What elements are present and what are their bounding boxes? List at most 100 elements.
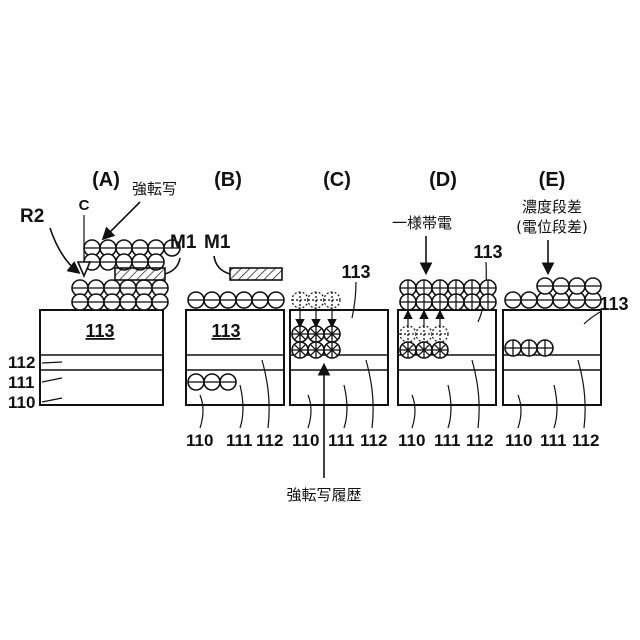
toner-particle xyxy=(400,294,416,310)
panel-label-c: (C) xyxy=(323,169,351,191)
toner-particle xyxy=(480,294,496,310)
panel-d-layer-label: 113 xyxy=(473,242,502,262)
toner-particle xyxy=(72,294,88,310)
uniform-charge-label: 一様帯電 xyxy=(392,214,452,232)
panel-a-c-label: C xyxy=(79,197,90,214)
panel-e-body xyxy=(503,310,601,405)
toner-particle xyxy=(585,278,601,294)
toner-particle xyxy=(292,342,308,358)
panel-a-r2-label: R2 xyxy=(20,206,44,227)
panel-d-body xyxy=(398,310,496,405)
toner-particle xyxy=(505,292,521,308)
panel-d-label-111: 111 xyxy=(434,431,461,450)
panel-b-embedded-toner xyxy=(188,374,236,390)
toner-particle xyxy=(268,292,284,308)
toner-particle xyxy=(252,292,268,308)
panel-label-e: (E) xyxy=(539,169,566,191)
panel-b-layer-label: 113 xyxy=(211,321,240,341)
panel-label-a: (A) xyxy=(92,169,120,191)
toner-particle xyxy=(88,294,104,310)
panel-a: 113 M1 C R2 強転写 112 111 110 xyxy=(8,180,197,412)
toner-particle xyxy=(292,326,308,342)
panel-b-label-110: 110 xyxy=(186,431,213,450)
transfer-history-label: 強転写履歴 xyxy=(286,486,361,504)
toner-particle xyxy=(521,292,537,308)
toner-particle xyxy=(537,340,553,356)
panel-c-label-110: 110 xyxy=(292,431,319,450)
density-step-label: 濃度段差 xyxy=(522,198,582,216)
panel-c-layer-label: 113 xyxy=(341,262,370,282)
panel-a-r2-arrow xyxy=(50,228,78,272)
toner-particle xyxy=(432,294,448,310)
panel-a-layer-label: 113 xyxy=(85,321,114,341)
panel-c: 113 110 111 112 強転写履歴 xyxy=(286,262,388,504)
panel-a-m1-leader xyxy=(165,258,180,274)
toner-particle xyxy=(220,374,236,390)
toner-particle xyxy=(308,292,324,308)
panel-a-strong-transfer-arrow xyxy=(104,202,140,238)
toner-particle xyxy=(521,340,537,356)
panel-c-label-111: 111 xyxy=(328,431,355,450)
toner-particle xyxy=(120,294,136,310)
toner-particle xyxy=(537,278,553,294)
panel-e-label-111: 111 xyxy=(540,431,567,450)
panel-a-label-111: 111 xyxy=(8,373,35,392)
panel-b-member-m1 xyxy=(230,268,282,280)
panel-e-layer-label: 113 xyxy=(599,294,628,314)
toner-particle xyxy=(136,294,152,310)
toner-particle xyxy=(100,254,116,270)
toner-particle xyxy=(400,326,416,342)
panel-a-strong-transfer-label: 強転写 xyxy=(132,180,177,198)
toner-particle xyxy=(308,342,324,358)
toner-particle xyxy=(416,294,432,310)
panel-a-transferred-toner xyxy=(84,240,180,270)
toner-particle xyxy=(416,326,432,342)
panel-a-m1-label: M1 xyxy=(170,232,197,253)
potential-step-label: (電位段差) xyxy=(516,218,588,236)
toner-particle xyxy=(104,294,120,310)
panel-d-label-112: 112 xyxy=(466,431,493,450)
panel-a-member-m1 xyxy=(115,268,165,280)
panel-b: 113 M1 110 111 112 xyxy=(186,232,284,450)
toner-particle xyxy=(432,326,448,342)
toner-particle xyxy=(432,342,448,358)
toner-particle xyxy=(324,326,340,342)
panel-d: 113 一様帯電 110 111 112 xyxy=(392,214,503,450)
panel-label-b: (B) xyxy=(214,169,242,191)
panel-d-label-110: 110 xyxy=(398,431,425,450)
panel-a-label-112: 112 xyxy=(8,353,35,372)
toner-particle xyxy=(448,294,464,310)
toner-particle xyxy=(505,340,521,356)
toner-particle xyxy=(569,278,585,294)
toner-particle xyxy=(324,292,340,308)
toner-particle xyxy=(204,292,220,308)
toner-particle xyxy=(308,326,324,342)
toner-particle xyxy=(292,292,308,308)
panel-a-label-110: 110 xyxy=(8,393,35,412)
panel-c-body xyxy=(290,310,388,405)
toner-particle xyxy=(400,342,416,358)
toner-particle xyxy=(236,292,252,308)
panel-c-label-112: 112 xyxy=(360,431,387,450)
toner-particle xyxy=(188,292,204,308)
toner-particle xyxy=(416,342,432,358)
toner-particle xyxy=(152,294,168,310)
panel-b-surface-toner xyxy=(188,292,284,308)
panel-e-label-112: 112 xyxy=(572,431,599,450)
toner-particle xyxy=(464,294,480,310)
toner-particle xyxy=(204,374,220,390)
toner-particle xyxy=(553,278,569,294)
panel-b-label-112: 112 xyxy=(256,431,283,450)
toner-particle xyxy=(324,342,340,358)
panel-b-label-111: 111 xyxy=(226,431,253,450)
panel-e-label-110: 110 xyxy=(505,431,532,450)
panel-b-m1-leader xyxy=(214,256,230,274)
panel-e: 113 濃度段差 (電位段差) 110 111 112 xyxy=(503,198,629,450)
panel-b-m1-label: M1 xyxy=(204,232,231,253)
toner-particle xyxy=(188,374,204,390)
panel-a-surface-toner xyxy=(72,280,168,310)
toner-particle xyxy=(220,292,236,308)
panel-label-d: (D) xyxy=(429,169,457,191)
